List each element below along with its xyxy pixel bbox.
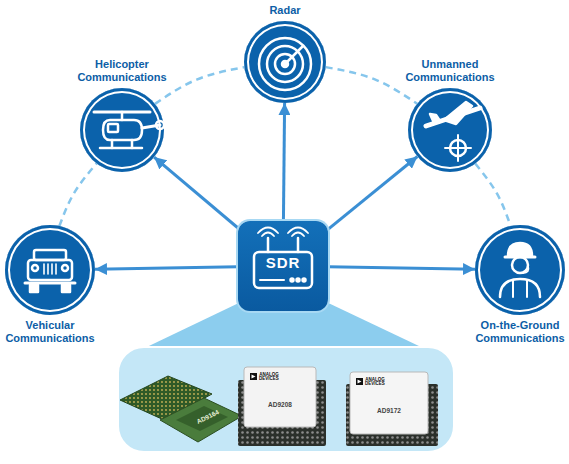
radar-ring — [275, 54, 295, 74]
chip-lid — [350, 372, 428, 434]
ad9208-chip — [238, 367, 326, 446]
antenna — [267, 238, 270, 252]
node-label: On-the-Ground Communications — [468, 319, 569, 345]
signal-wave — [288, 228, 308, 234]
headset-mic — [523, 266, 528, 273]
radar-icon — [259, 38, 311, 90]
logo-square — [356, 378, 363, 385]
radar-sweep — [285, 46, 303, 64]
ground-circle: On-the-Ground Communications — [475, 225, 565, 315]
node-label: Unmanned Communications — [398, 58, 502, 84]
hard-hat — [508, 243, 532, 256]
worker-icon — [500, 243, 540, 297]
tail-boom — [142, 125, 160, 128]
node-label: Vehicular Communications — [0, 319, 102, 345]
arrow-connector — [154, 157, 238, 228]
hat-brim — [505, 256, 535, 259]
node-label: Radar — [233, 4, 337, 17]
dashed-link — [155, 67, 244, 104]
skid-strut — [111, 140, 114, 148]
skid — [100, 147, 142, 150]
face — [512, 257, 528, 273]
arrow-connector — [95, 267, 238, 269]
radar-circle: Radar — [244, 21, 326, 103]
node-label: SDR — [238, 254, 328, 272]
mast — [121, 112, 124, 120]
chip-die — [176, 406, 228, 431]
antenna — [297, 238, 300, 252]
skid-strut — [131, 140, 134, 148]
bumper — [25, 282, 75, 285]
drone-wing — [444, 102, 472, 124]
vehicle-circle: Vehicular Communications — [5, 225, 95, 315]
signal-wave — [262, 233, 274, 237]
logo-triangle — [358, 380, 362, 384]
chip-lid — [244, 367, 316, 427]
arrow-connector — [328, 267, 475, 269]
radar-center — [282, 61, 288, 67]
device-body — [254, 252, 312, 288]
wheel — [30, 285, 38, 292]
windshield — [34, 250, 66, 260]
drone-tail — [430, 114, 440, 123]
rotor — [94, 111, 150, 114]
wheel — [62, 285, 70, 292]
arrow-connector — [328, 157, 417, 230]
vest-stripe — [512, 281, 514, 297]
device-led — [297, 279, 300, 282]
signal-wave — [258, 228, 278, 234]
headlight — [62, 265, 68, 271]
grille — [51, 264, 53, 274]
vest-stripe — [526, 281, 528, 297]
cockpit-window — [108, 124, 118, 132]
device-led — [291, 279, 294, 282]
drone-icon — [426, 102, 480, 161]
logo-square — [250, 373, 257, 380]
signal-wave — [292, 233, 304, 237]
crosshair-line — [457, 135, 459, 161]
ad9172-chip — [346, 372, 438, 446]
fuselage — [103, 120, 142, 140]
tail-rotor — [156, 121, 164, 129]
chip-part-number: AD9172 — [350, 408, 428, 415]
dashed-link — [475, 164, 510, 226]
helicopter-icon — [94, 112, 164, 148]
arrow-connector — [283, 103, 284, 221]
grille — [43, 264, 45, 274]
device-slot — [260, 279, 284, 281]
chip-part-number: AD9208 — [244, 402, 316, 409]
drone-fuselage — [426, 108, 480, 126]
shoulders — [500, 279, 540, 297]
vehicle-icon — [25, 250, 75, 292]
chip-logo-text: ANALOG DEVICES — [258, 373, 280, 382]
drone-circle: Unmanned Communications — [408, 88, 492, 172]
vehicle-body — [28, 260, 72, 280]
grille — [47, 264, 49, 274]
green-chips — [120, 376, 242, 442]
helicopter-circle: Helicopter Communications — [80, 88, 164, 172]
dashed-link — [59, 163, 96, 226]
logo-triangle — [252, 375, 256, 379]
node-label: Helicopter Communications — [70, 58, 174, 84]
crosshair — [450, 140, 466, 156]
crosshair-line — [445, 147, 471, 149]
headlight — [32, 265, 38, 271]
device-led — [303, 279, 306, 282]
chip-band — [118, 347, 454, 452]
radar-ring — [267, 46, 303, 82]
sdr-tile: SDR — [238, 221, 328, 311]
grille — [55, 264, 57, 274]
chip-front — [160, 398, 242, 442]
chip-part-number: AD9164 — [190, 406, 225, 428]
chip-logo-text: ANALOG DEVICES — [364, 378, 386, 387]
sdr-device-icon — [254, 228, 312, 289]
dashed-link — [326, 67, 418, 104]
radar-ring — [259, 38, 311, 90]
